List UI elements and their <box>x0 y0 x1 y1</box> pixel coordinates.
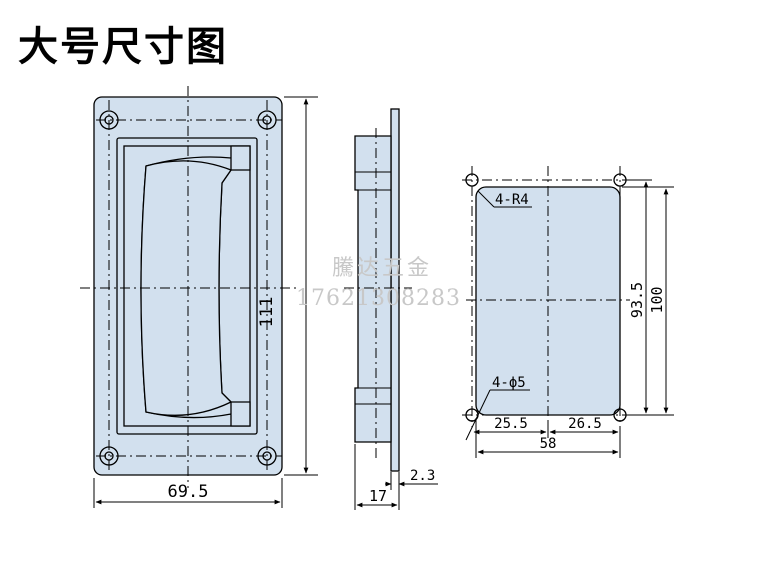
front-view <box>80 86 318 508</box>
cutout-leaders <box>465 190 532 441</box>
side-view <box>344 108 438 510</box>
front-center-lines <box>80 86 300 488</box>
dim-side-plate: 2.3 <box>410 468 435 484</box>
side-plate-dim-lines <box>385 472 438 490</box>
dim-cutout-right-half: 26.5 <box>568 416 602 432</box>
cutout-height-dim-lines <box>622 186 674 416</box>
cutout-center-lines <box>462 166 630 432</box>
front-height-dim-lines <box>284 96 318 476</box>
drawing-title: 大号尺寸图 <box>18 23 228 70</box>
dim-cutout-hole-spacing: 93.5 <box>628 282 646 318</box>
side-depth-dim-lines <box>354 444 400 510</box>
dim-cutout-width: 58 <box>540 436 557 452</box>
dim-cutout-height: 100 <box>648 286 666 313</box>
dim-side-depth: 17 <box>369 487 387 505</box>
cutout-width-dim-lines <box>475 418 621 458</box>
dim-front-height: 111 <box>257 297 277 328</box>
watermark-name: 騰达五金 <box>332 256 433 281</box>
dim-cutout-left-half: 25.5 <box>494 416 528 432</box>
dim-cutout-holes: 4-ϕ5 <box>492 375 526 391</box>
dim-cutout-corner: 4-R4 <box>495 192 529 208</box>
dim-front-width: 69.5 <box>168 482 209 502</box>
side-center-lines <box>344 128 412 460</box>
cutout-view <box>462 166 674 458</box>
watermark-phone: 17621308283 <box>296 286 461 311</box>
cutout-half-dim-lines <box>473 420 619 438</box>
front-width-dim-lines <box>93 478 283 508</box>
